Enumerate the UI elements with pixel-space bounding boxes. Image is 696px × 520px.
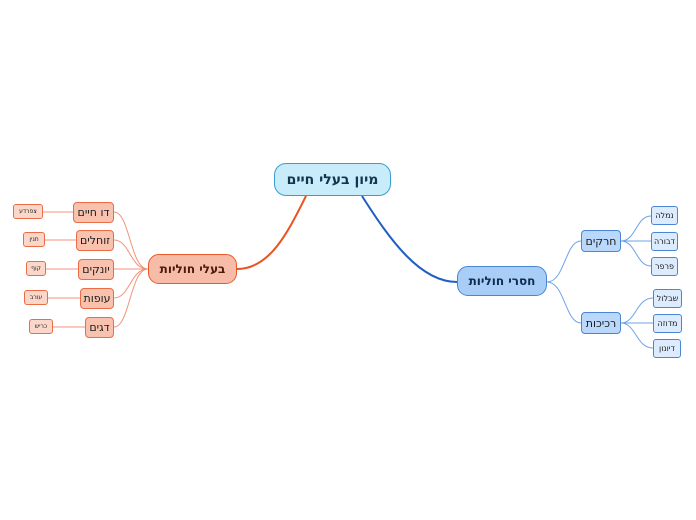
branch-invertebrates[interactable]: חסרי חוליות xyxy=(457,266,547,296)
connector-right-mollusks xyxy=(546,281,582,324)
leaf-bee[interactable]: דבורה xyxy=(651,232,678,251)
connector-root-left xyxy=(236,195,307,270)
leaf-snail[interactable]: שבלול xyxy=(653,289,682,308)
leaf-ant[interactable]: נמלה xyxy=(651,206,678,225)
leaf-crow[interactable]: עורב xyxy=(24,290,48,305)
topic-amphibians[interactable]: דו חיים xyxy=(73,202,114,223)
connector-left-fish xyxy=(113,268,149,328)
leaf-jellyfish[interactable]: מדוזה xyxy=(653,314,682,333)
connector-leaf-butterfly xyxy=(620,240,652,267)
branch-vertebrates[interactable]: בעלי חוליות xyxy=(148,254,237,284)
connector-right-insects xyxy=(546,240,582,283)
leaf-shark[interactable]: כריש xyxy=(29,319,53,334)
topic-fish[interactable]: דגים xyxy=(85,317,114,338)
leaf-butterfly[interactable]: פרפר xyxy=(651,257,678,276)
topic-insects[interactable]: חרקים xyxy=(581,230,621,252)
leaf-monkey[interactable]: קוף xyxy=(26,261,46,276)
topic-mollusks[interactable]: רכיכות xyxy=(581,312,621,334)
root-node[interactable]: מיון בעלי חיים xyxy=(274,163,391,196)
topic-birds[interactable]: עופות xyxy=(80,288,114,309)
connector-root-right xyxy=(361,195,458,283)
connector-leaf-squid xyxy=(620,322,654,349)
connector-left-amphibians xyxy=(113,211,149,270)
connector-leaf-ant xyxy=(620,215,652,242)
topic-reptiles[interactable]: זוחלים xyxy=(76,230,114,251)
connector-leaf-snail xyxy=(620,297,654,324)
connector-left-reptiles xyxy=(113,239,149,270)
connector-left-birds xyxy=(113,268,149,299)
leaf-crocodile[interactable]: תנין xyxy=(23,232,45,247)
topic-mammals[interactable]: יונקים xyxy=(78,259,114,280)
leaf-squid[interactable]: דיונון xyxy=(653,339,681,358)
leaf-frog[interactable]: צפרדע xyxy=(13,204,43,219)
